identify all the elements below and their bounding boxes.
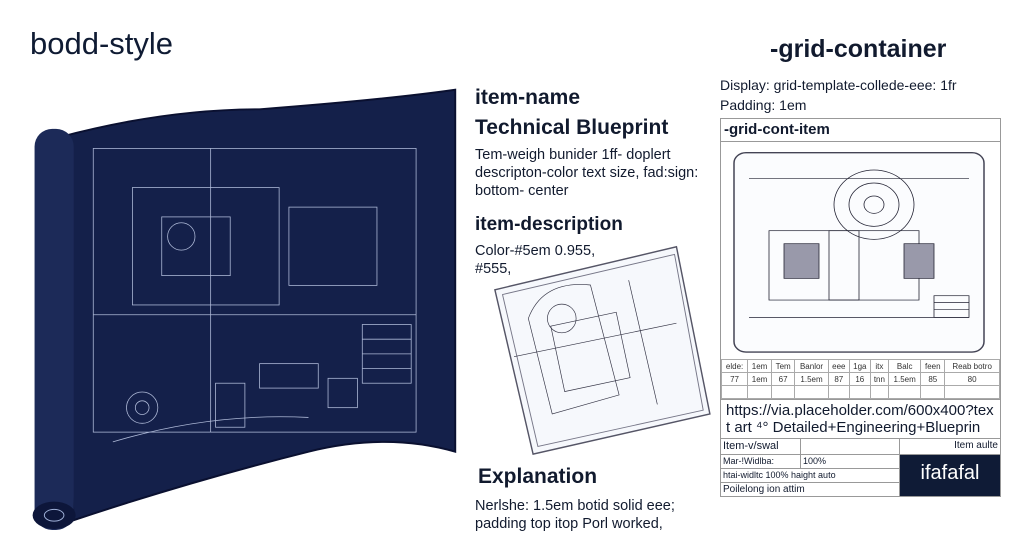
item-aute-label: Item aulte bbox=[900, 439, 1000, 455]
table-cell: elde: bbox=[720, 359, 749, 373]
page-title: bodd-style bbox=[30, 26, 174, 61]
table-cell: 1em bbox=[747, 372, 772, 386]
table-cell: 80 bbox=[944, 372, 1000, 386]
item-visual-grid: Item-v/swal Item aulte Mar-!Widlba: 100%… bbox=[721, 438, 1000, 496]
blueprint-sheet-image bbox=[494, 245, 711, 455]
grid-cont-item-heading: -grid-cont-item bbox=[721, 119, 1000, 142]
item-text: Tem-weigh bunider 1ff- doplert descripto… bbox=[475, 147, 699, 199]
table-cell: 77 bbox=[720, 372, 749, 386]
item-description-text: Color-#5em 0.955, #555, bbox=[475, 243, 596, 277]
position-label: Poilelong ion attim bbox=[721, 483, 900, 496]
table-cell: itx bbox=[869, 359, 889, 373]
table-cell: Balc bbox=[887, 359, 922, 373]
display-prop: Display: grid-template-collede-eee: 1fr bbox=[720, 77, 957, 93]
blueprint-drawing-image bbox=[733, 152, 985, 353]
table-cell: 1em bbox=[747, 359, 772, 373]
max-width-value: 100% bbox=[801, 455, 900, 469]
table-cell: 16 bbox=[848, 372, 871, 386]
max-width-label: Mar-!Widlba: bbox=[721, 455, 801, 469]
dark-label-box: ifafafal bbox=[900, 455, 1000, 496]
explanation-text: Nerlshe: 1.5em botid solid eee; padding … bbox=[475, 498, 675, 532]
table-row bbox=[720, 385, 1000, 399]
table-cell: 1.5em bbox=[794, 372, 829, 386]
table-cell: 85 bbox=[920, 372, 946, 386]
height-line: htai-widltc 100% haight auto bbox=[721, 469, 900, 483]
table-cell: 1ga bbox=[848, 359, 871, 373]
table-cell: Banlor bbox=[794, 359, 829, 373]
item-visual-label: Item-v/swal bbox=[721, 439, 801, 455]
table-cell: 67 bbox=[770, 372, 796, 386]
image-url-link[interactable]: https://via.placeholder.com/600x400?text… bbox=[721, 399, 1000, 438]
table-cell: feen bbox=[920, 359, 946, 373]
grid-container-heading: -grid-container bbox=[770, 35, 947, 63]
item-name-label: item-name bbox=[475, 86, 581, 109]
padding-prop: Padding: 1em bbox=[720, 97, 807, 113]
table-cell: eee bbox=[827, 359, 850, 373]
table-cell: Tem bbox=[770, 359, 796, 373]
table-cell: 87 bbox=[827, 372, 850, 386]
empty-cell bbox=[801, 439, 900, 455]
grid-container-props: Display: grid-template-collede-eee: 1fr … bbox=[720, 75, 957, 115]
table-cell: Reab botro bbox=[944, 359, 1000, 373]
table-cell: tnn bbox=[869, 372, 889, 386]
blueprint-scroll-image bbox=[32, 88, 457, 530]
item-title: Technical Blueprint bbox=[475, 116, 669, 139]
item-description-heading: item-description bbox=[475, 214, 623, 235]
explanation-heading: Explanation bbox=[478, 465, 598, 488]
table-cell: 1.5em bbox=[887, 372, 922, 386]
